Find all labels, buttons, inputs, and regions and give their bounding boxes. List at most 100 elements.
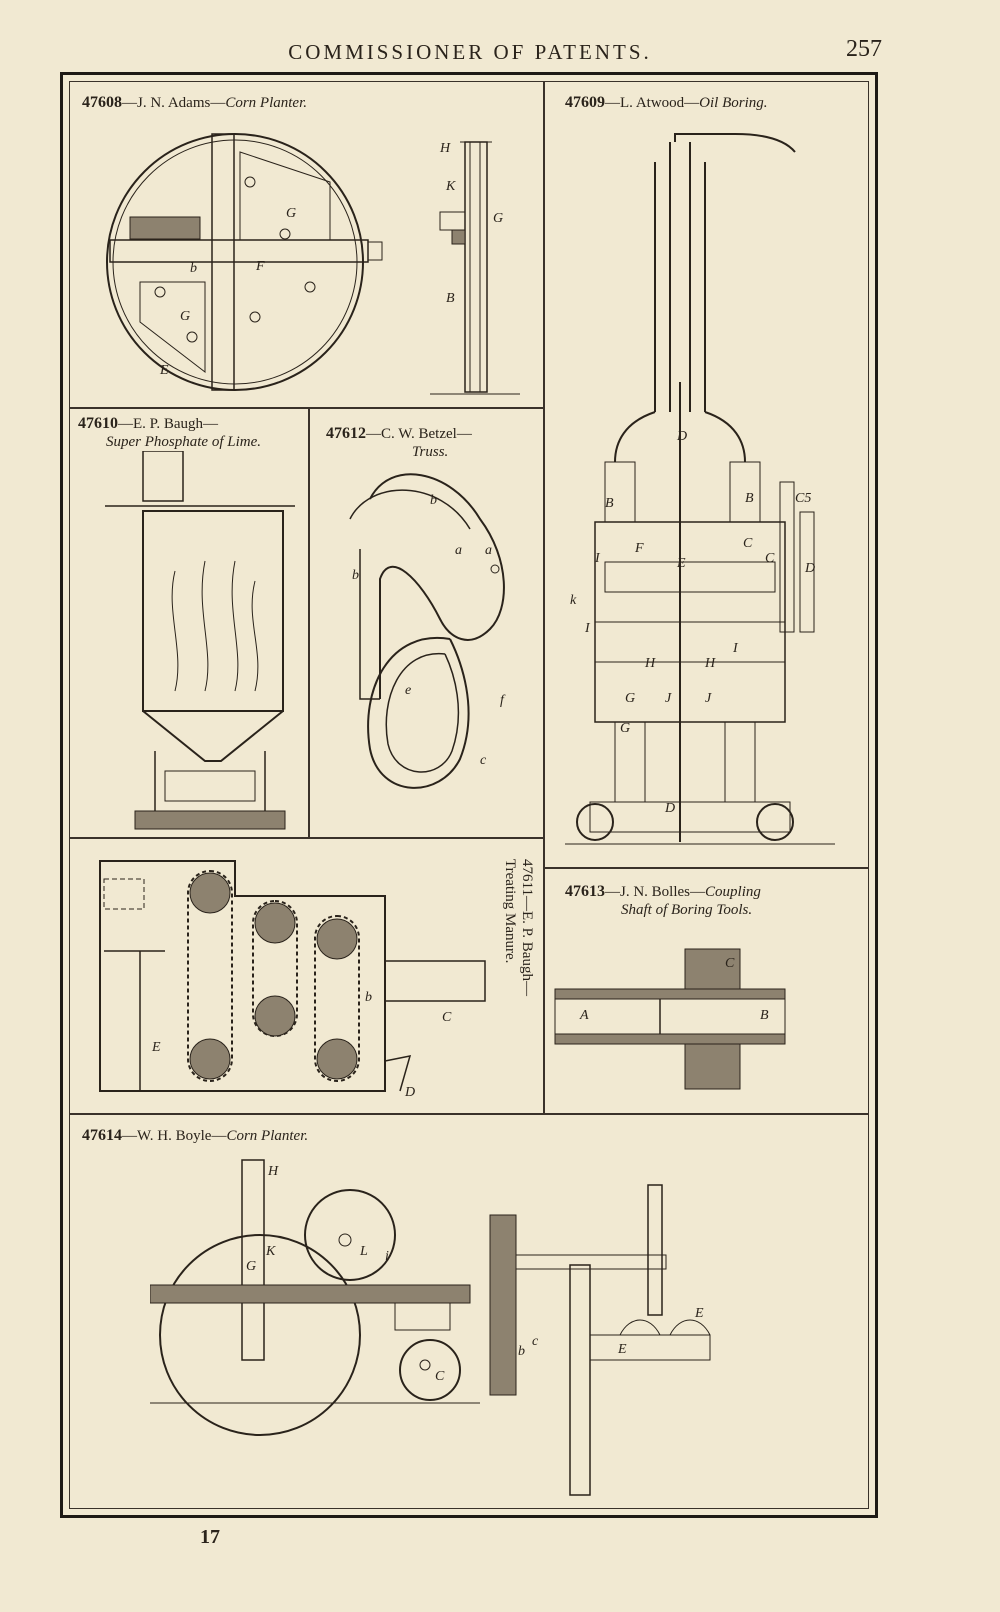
fig-label: b	[430, 493, 437, 508]
inventor: L. Atwood	[620, 95, 685, 111]
fig-label: E	[694, 1306, 704, 1321]
fig-label: b	[352, 568, 359, 583]
patent-title-line-1: Coupling	[705, 884, 761, 900]
fig-label: B	[760, 1008, 769, 1023]
corn-planter-boyle-drawing: H K L i G C b c E E	[150, 1155, 750, 1500]
patent-number: 47614	[82, 1127, 122, 1144]
fig-label: H	[644, 656, 656, 671]
inventor: J. N. Bolles	[620, 884, 691, 900]
fig-label: K	[445, 179, 456, 194]
fig-label: C	[725, 956, 735, 971]
fig-label: C	[435, 1369, 445, 1384]
panel-47608: 47608—J. N. Adams—Corn Planter.	[69, 81, 544, 408]
fig-label: a	[455, 543, 462, 558]
fig-label: c	[480, 753, 487, 768]
caption-47609: 47609—L. Atwood—Oil Boring.	[565, 94, 768, 111]
inventor: W. H. Boyle	[137, 1128, 212, 1144]
fig-label: B	[605, 496, 614, 511]
fig-label: D	[676, 429, 687, 444]
fig-label: e	[405, 683, 411, 698]
fig-label: J	[665, 691, 672, 706]
caption-47610: 47610—E. P. Baugh— Super Phosphate of Li…	[78, 415, 261, 450]
panel-47614: 47614—W. H. Boyle—Corn Planter. H	[69, 1114, 869, 1509]
fig-label: I	[594, 551, 601, 566]
fig-label: E	[676, 556, 686, 571]
fig-label: L	[359, 1244, 368, 1259]
caption-47611: 47611—E. P. Baugh— Treating Manure.	[502, 859, 535, 996]
panel-47609: 47609—L. Atwood—Oil Boring.	[544, 81, 869, 868]
caption-47612: 47612—C. W. Betzel— Truss.	[326, 425, 472, 460]
fig-label: G	[180, 309, 190, 324]
patent-title: Truss.	[412, 444, 449, 460]
fig-label: D	[804, 561, 815, 576]
fig-label: G	[620, 721, 630, 736]
patent-title: Oil Boring.	[699, 95, 768, 111]
fig-label: J	[705, 691, 712, 706]
fig-label: a	[485, 543, 492, 558]
patent-plate: 47608—J. N. Adams—Corn Planter.	[60, 72, 878, 1518]
running-title: COMMISSIONER OF PATENTS.	[288, 40, 652, 64]
super-phosphate-apparatus-drawing	[95, 451, 305, 831]
patent-title: Corn Planter.	[226, 1128, 309, 1144]
fig-label: E	[151, 1040, 161, 1055]
fig-label: G	[286, 206, 296, 221]
fig-label: B	[446, 291, 455, 306]
fig-label: D	[404, 1085, 415, 1100]
page-number: 257	[846, 36, 882, 62]
fig-label: E	[617, 1342, 627, 1357]
patent-number: 47608	[82, 94, 122, 111]
coupling-shaft-drawing: A B C	[550, 939, 790, 1099]
fig-label: C	[743, 536, 753, 551]
patent-number: 47610	[78, 415, 118, 432]
fig-label: b	[190, 261, 197, 276]
panel-47610: 47610—E. P. Baugh— Super Phosphate of Li…	[69, 408, 309, 838]
inventor: C. W. Betzel	[381, 426, 457, 442]
patent-title: Treating Manure.	[502, 859, 518, 964]
fig-label: F	[634, 541, 644, 556]
fig-label: G	[246, 1259, 256, 1274]
fig-label: G	[625, 691, 635, 706]
fig-label: D	[664, 801, 675, 816]
fig-label: b	[365, 990, 372, 1005]
fig-label: E	[159, 363, 169, 378]
truss-drawing: b b a a e f c	[330, 459, 530, 829]
patent-number: 47609	[565, 94, 605, 111]
patent-number: 47613	[565, 883, 605, 900]
fig-label: b	[518, 1344, 525, 1359]
fig-label: H	[704, 656, 716, 671]
patent-number: 47612	[326, 425, 366, 442]
oil-boring-drawing: D B B C5 F E C D k I H H G J J G D I I C	[565, 122, 855, 862]
fig-label: k	[570, 593, 577, 608]
fig-label: A	[579, 1008, 589, 1023]
fig-label: I	[584, 621, 591, 636]
fig-label: B	[745, 491, 754, 506]
folio: 17	[200, 1526, 220, 1548]
corn-planter-plan-drawing: H K G G F b G B E	[100, 122, 530, 402]
caption-47608: 47608—J. N. Adams—Corn Planter.	[82, 94, 308, 111]
manure-treating-drawing: b C E D	[90, 851, 490, 1107]
fig-label: C	[765, 551, 775, 566]
fig-label: c	[532, 1334, 539, 1349]
fig-label: C5	[795, 491, 811, 506]
patent-title: Corn Planter.	[225, 95, 308, 111]
panel-47612: 47612—C. W. Betzel— Truss. b b a a e f c	[309, 408, 544, 838]
inventor: E. P. Baugh	[133, 416, 204, 432]
patent-title-line-2: Shaft of Boring Tools.	[621, 902, 753, 918]
inventor: E. P. Baugh	[519, 910, 535, 981]
patent-title: Super Phosphate of Lime.	[106, 434, 261, 450]
fig-label: F	[255, 259, 265, 274]
caption-47613: 47613—J. N. Bolles—Coupling Shaft of Bor…	[565, 883, 761, 918]
fig-label: H	[267, 1164, 279, 1179]
fig-label: i	[385, 1249, 389, 1264]
panel-47613: 47613—J. N. Bolles—Coupling Shaft of Bor…	[544, 868, 869, 1114]
page-header: COMMISSIONER OF PATENTS. 257	[60, 34, 882, 70]
fig-label: G	[493, 211, 503, 226]
caption-47614: 47614—W. H. Boyle—Corn Planter.	[82, 1127, 309, 1144]
fig-label: H	[439, 141, 451, 156]
fig-label: C	[442, 1010, 452, 1025]
fig-label: f	[500, 693, 506, 708]
inventor: J. N. Adams	[137, 95, 211, 111]
fig-label: K	[265, 1244, 276, 1259]
patent-number: 47611	[519, 859, 535, 896]
fig-label: I	[732, 641, 739, 656]
